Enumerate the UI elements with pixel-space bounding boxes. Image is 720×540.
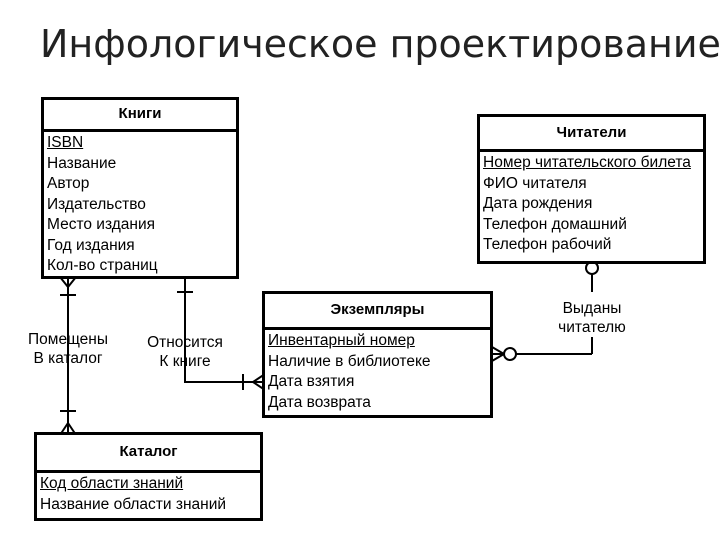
readers-attr-home-phone: Телефон домашний (483, 215, 627, 233)
books-attr-publisher: Издательство (47, 195, 146, 213)
rel-label-issued-line2: читателю (558, 319, 626, 336)
books-attr-author: Автор (47, 175, 90, 192)
books-attr-place: Место издания (47, 216, 156, 233)
entity-copies-attributes: Инвентарный номер Наличие в библиотеке Д… (265, 330, 490, 413)
rel-label-belongs-line2: К книге (159, 353, 211, 370)
books-attr-title: Название (47, 154, 117, 172)
entity-books-attributes: ISBN Название Автор Издательство Место и… (44, 132, 236, 277)
copies-attr-inventory: Инвентарный номер (268, 332, 415, 349)
entity-readers-header: Читатели (480, 117, 703, 152)
entity-books[interactable]: Книги ISBN Название Автор Издательство М… (41, 97, 239, 279)
entity-copies[interactable]: Экземпляры Инвентарный номер Наличие в б… (262, 291, 493, 418)
rel-label-placed-line1: Помещены (28, 331, 108, 348)
rel-label-issued-line1: Выданы (562, 300, 622, 317)
entity-catalog[interactable]: Каталог Код области знаний Название обла… (34, 432, 263, 521)
books-attr-isbn: ISBN (47, 134, 84, 151)
entity-readers-attributes: Номер читательского билета ФИО читателя … (480, 152, 703, 256)
rel-label-placed-line2: В каталог (33, 350, 103, 367)
books-attr-pages: Кол-во страниц (47, 257, 158, 274)
books-copies-line (184, 277, 265, 383)
copies-right-crowfoot-top (491, 346, 505, 355)
rel-label-belongs: Относится К книге (135, 333, 235, 371)
readers-attr-card-number: Номер читательского билета (483, 154, 691, 171)
entity-books-header: Книги (44, 100, 236, 132)
readers-attr-birth: Дата рождения (483, 195, 593, 212)
entity-catalog-header: Каталог (37, 435, 260, 473)
rel-label-belongs-line1: Относится (147, 334, 223, 351)
catalog-attr-code: Код области знаний (40, 475, 184, 492)
copies-circle (503, 347, 517, 361)
copies-attr-date-returned: Дата возврата (268, 393, 371, 411)
copies-attr-availability: Наличие в библиотеке (268, 352, 431, 370)
entity-readers[interactable]: Читатели Номер читательского билета ФИО … (477, 114, 706, 264)
rel-label-issued: Выданы читателю (542, 299, 642, 337)
readers-attr-work-phone: Телефон рабочий (483, 236, 612, 253)
rel-label-placed: Помещены В каталог (18, 330, 118, 368)
catalog-attr-name: Название области знаний (40, 495, 227, 513)
readers-attr-name: ФИО читателя (483, 174, 587, 192)
entity-catalog-attributes: Код области знаний Название области знан… (37, 473, 260, 515)
books-attr-year: Год издания (47, 236, 135, 254)
copies-right-crowfoot-bottom (491, 353, 505, 362)
entity-copies-header: Экземпляры (265, 294, 490, 330)
copies-attr-date-taken: Дата взятия (268, 373, 355, 390)
slide-title: Инфологическое проектирование (40, 22, 720, 66)
